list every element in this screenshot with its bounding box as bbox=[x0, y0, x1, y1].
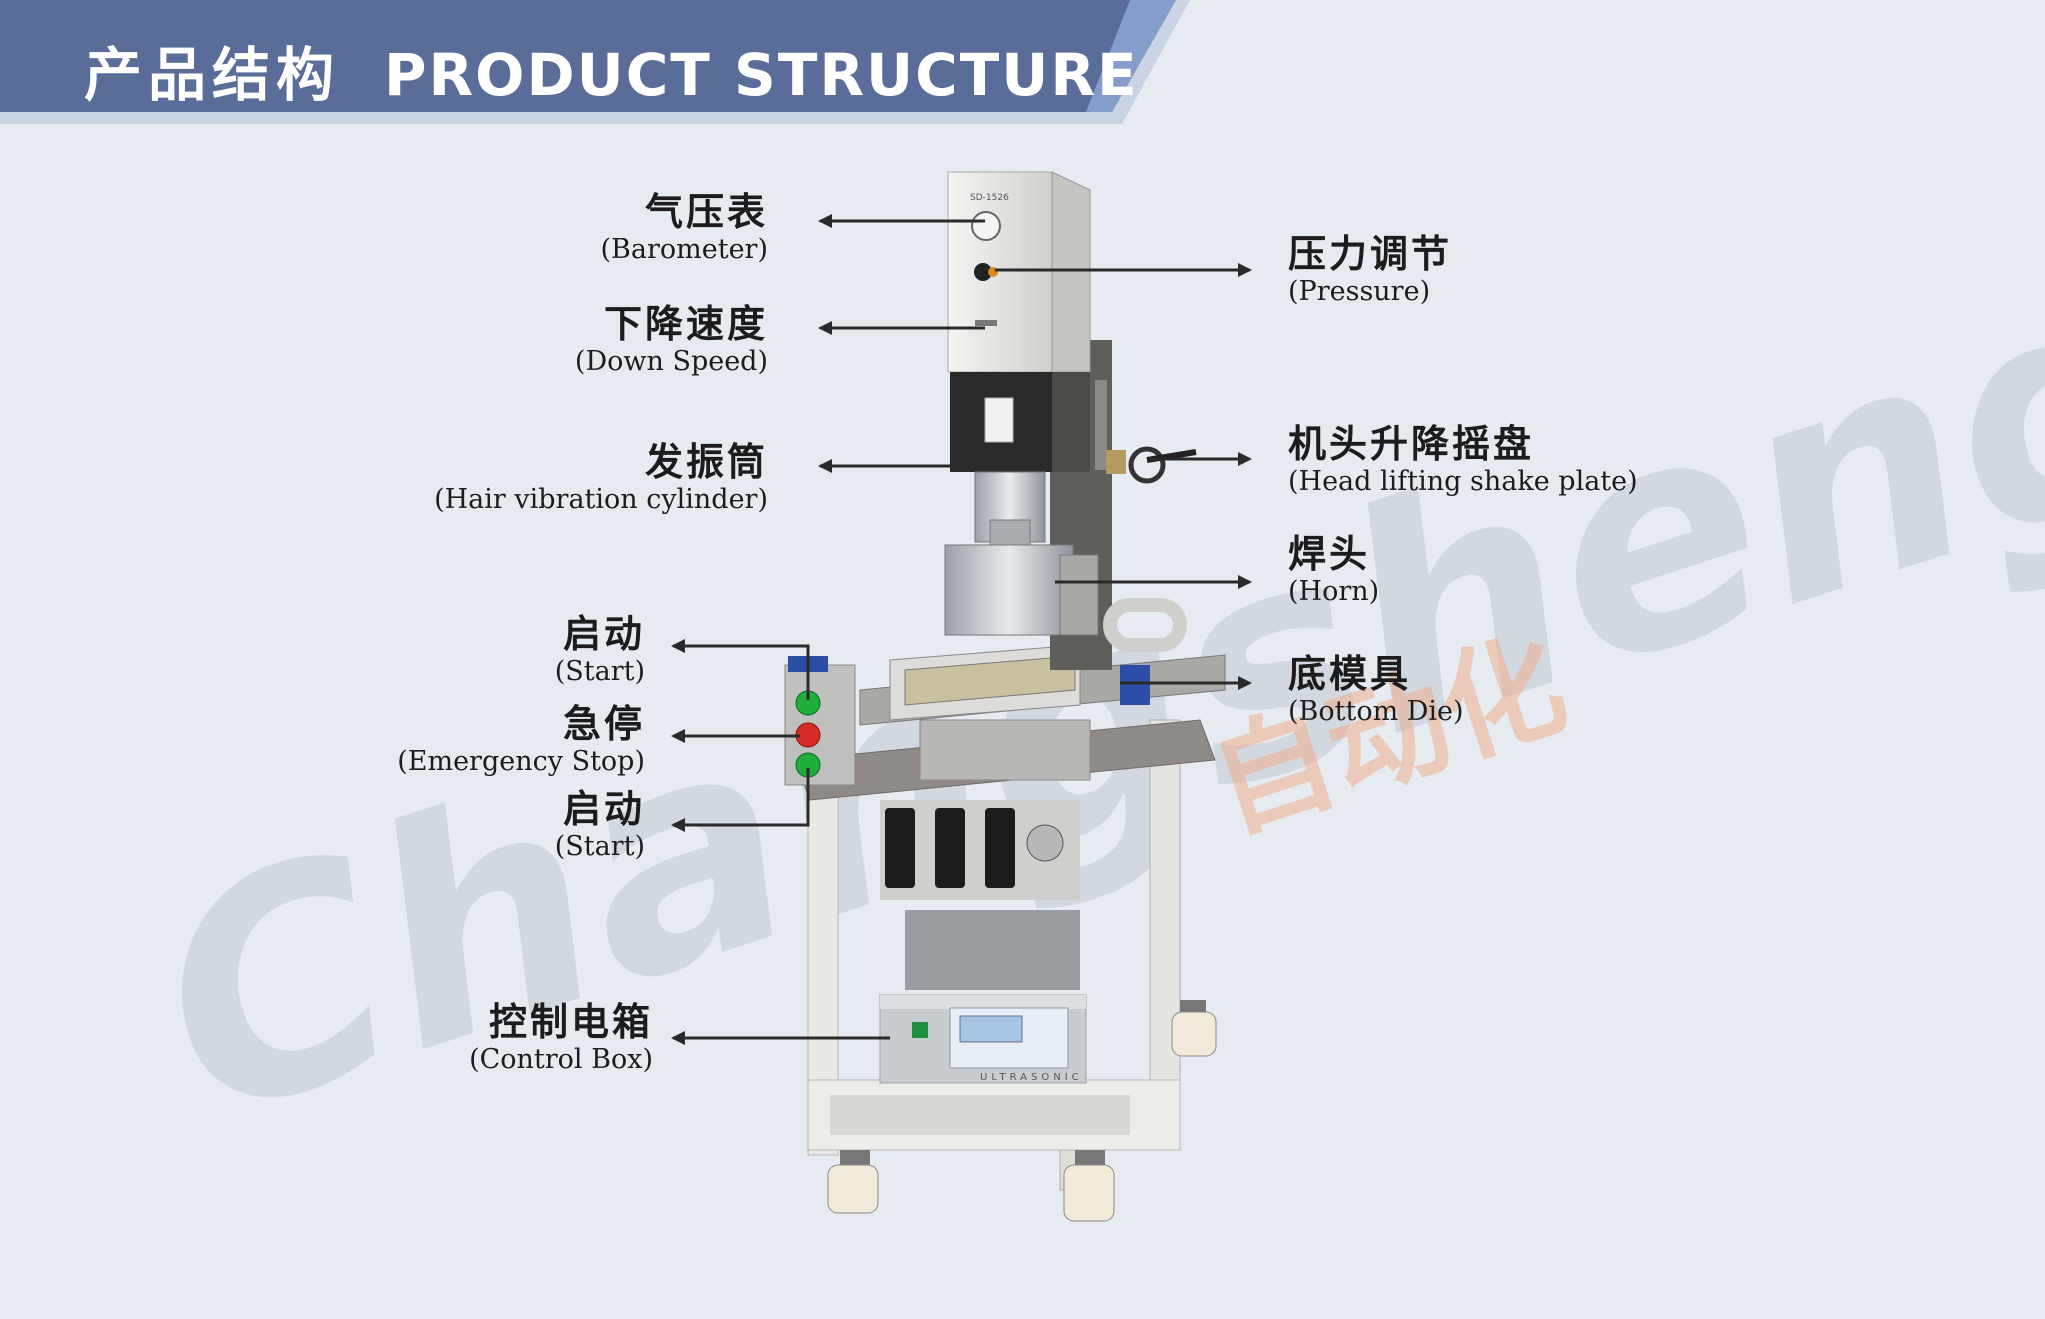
label-control-box-zh: 控制电箱 bbox=[488, 1000, 653, 1044]
label-emergency-stop-zh: 急停 bbox=[562, 702, 645, 746]
label-start-top-zh: 启动 bbox=[562, 612, 645, 656]
label-barometer-zh: 气压表 bbox=[644, 190, 768, 234]
label-bottom-die-zh: 底模具 bbox=[1288, 652, 1412, 696]
label-horn: 焊头 (Horn) bbox=[1288, 532, 1379, 608]
page-title: 产品结构 PRODUCT STRUCTURE bbox=[84, 28, 1139, 112]
label-head-lifting-en: (Head lifting shake plate) bbox=[1288, 466, 1638, 497]
caster-wheels bbox=[827, 1000, 1217, 1222]
generator-section bbox=[880, 800, 1080, 990]
label-bottom-die: 底模具 (Bottom Die) bbox=[1288, 652, 1464, 728]
header-banner: 产品结构 PRODUCT STRUCTURE bbox=[0, 0, 1190, 124]
label-head-lifting-zh: 机头升降摇盘 bbox=[1288, 422, 1535, 466]
arrow-start-bottom bbox=[671, 768, 810, 832]
work-table bbox=[859, 644, 1226, 781]
label-emergency-stop-en: (Emergency Stop) bbox=[397, 746, 645, 777]
label-down-speed-en: (Down Speed) bbox=[574, 346, 768, 377]
page-title-en: PRODUCT STRUCTURE bbox=[384, 41, 1139, 109]
machine-head: SD-1526 bbox=[947, 171, 1091, 472]
model-plate: SD-1526 bbox=[970, 193, 1009, 203]
control-box-label: ULTRASONIC bbox=[980, 1072, 1083, 1083]
label-hair-vibration: 发振筒 (Hair vibration cylinder) bbox=[434, 440, 768, 516]
label-start-top: 启动 (Start) bbox=[555, 612, 645, 688]
banner-shape bbox=[0, 0, 1190, 124]
label-horn-zh: 焊头 bbox=[1288, 532, 1371, 576]
label-emergency-stop: 急停 (Emergency Stop) bbox=[397, 702, 645, 778]
page-title-zh: 产品结构 bbox=[84, 41, 341, 109]
label-hair-vibration-zh: 发振筒 bbox=[644, 440, 768, 484]
label-control-box: 控制电箱 (Control Box) bbox=[469, 1000, 653, 1076]
label-start-top-en: (Start) bbox=[554, 656, 645, 687]
converter-horn bbox=[944, 471, 1099, 636]
label-start-bottom: 启动 (Start) bbox=[555, 787, 645, 863]
arrow-start-top bbox=[671, 639, 810, 700]
label-start-bottom-zh: 启动 bbox=[562, 787, 645, 831]
button-panel bbox=[784, 656, 856, 786]
label-barometer-en: (Barometer) bbox=[600, 234, 768, 265]
label-hair-vibration-en: (Hair vibration cylinder) bbox=[434, 484, 768, 515]
label-pressure-zh: 压力调节 bbox=[1288, 232, 1453, 276]
label-control-box-en: (Control Box) bbox=[469, 1044, 653, 1075]
control-box: ULTRASONIC bbox=[879, 994, 1087, 1084]
label-pressure-en: (Pressure) bbox=[1288, 276, 1431, 307]
label-bottom-die-en: (Bottom Die) bbox=[1288, 696, 1464, 727]
label-horn-en: (Horn) bbox=[1288, 576, 1380, 607]
label-start-bottom-en: (Start) bbox=[554, 831, 645, 862]
label-down-speed-zh: 下降速度 bbox=[603, 302, 768, 346]
label-barometer: 气压表 (Barometer) bbox=[601, 190, 768, 266]
label-down-speed: 下降速度 (Down Speed) bbox=[575, 302, 768, 378]
label-head-lifting: 机头升降摇盘 (Head lifting shake plate) bbox=[1288, 422, 1638, 498]
label-pressure: 压力调节 (Pressure) bbox=[1288, 232, 1452, 308]
